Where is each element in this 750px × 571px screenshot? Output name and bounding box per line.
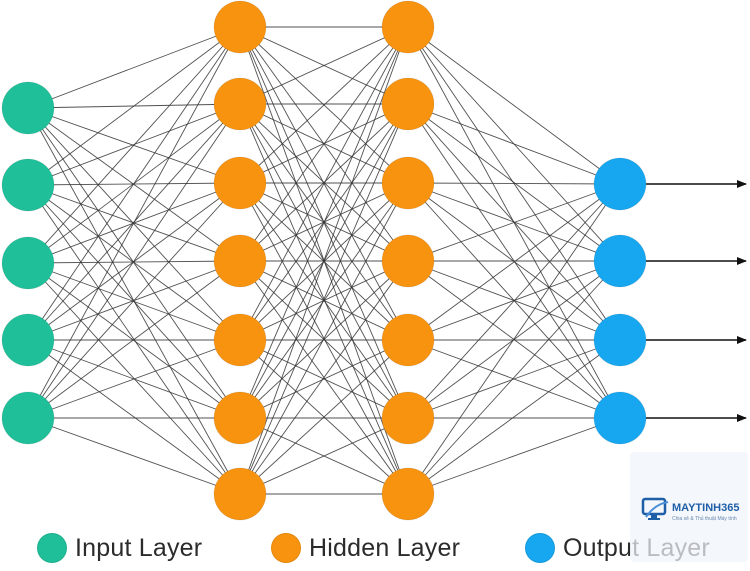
connection-input-1-to-hidden1-0 xyxy=(27,26,241,186)
connection-hidden1-6-to-hidden2-1 xyxy=(239,103,409,495)
connection-input-4-to-hidden1-0 xyxy=(27,26,241,419)
neuron-hidden2-1 xyxy=(381,77,435,131)
connection-hidden2-6-to-output-2 xyxy=(407,339,621,495)
neuron-hidden2-0 xyxy=(381,0,435,54)
neuron-hidden2-6 xyxy=(381,467,435,521)
connection-input-4-to-hidden1-2 xyxy=(27,182,241,419)
connection-input-2-to-hidden1-5 xyxy=(27,262,241,419)
connection-hidden2-2-to-output-0 xyxy=(407,182,621,185)
connection-hidden1-6-to-hidden2-0 xyxy=(239,26,409,495)
output-layer-swatch xyxy=(525,533,555,563)
connections xyxy=(27,26,621,495)
connection-hidden1-5-to-hidden2-3 xyxy=(239,260,409,419)
connection-input-1-to-hidden1-4 xyxy=(27,184,241,341)
connection-input-2-to-hidden1-4 xyxy=(27,262,241,341)
connection-hidden1-3-to-hidden2-0 xyxy=(239,26,409,262)
connection-hidden1-6-to-hidden2-2 xyxy=(239,182,409,495)
connection-hidden1-5-to-hidden2-2 xyxy=(239,182,409,419)
connection-hidden1-1-to-hidden2-0 xyxy=(239,26,409,105)
connection-input-0-to-hidden1-0 xyxy=(27,26,241,109)
monitor-logo-icon xyxy=(641,497,669,520)
connection-input-0-to-hidden1-3 xyxy=(27,107,241,262)
input-layer-swatch xyxy=(37,533,67,563)
neuron-input-4 xyxy=(1,391,55,445)
connection-input-3-to-hidden1-6 xyxy=(27,339,241,495)
neuron-hidden1-6 xyxy=(213,467,267,521)
connection-hidden1-6-to-hidden2-3 xyxy=(239,260,409,495)
hidden-layer-swatch xyxy=(271,533,301,563)
connection-hidden2-5-to-output-0 xyxy=(407,183,621,419)
connection-hidden1-6-to-hidden2-4 xyxy=(239,339,409,495)
connection-input-2-to-hidden1-6 xyxy=(27,262,241,495)
connection-hidden2-3-to-output-0 xyxy=(407,183,621,262)
neuron-output-1 xyxy=(593,234,647,288)
neurons xyxy=(1,0,647,521)
neuron-hidden1-3 xyxy=(213,234,267,288)
connection-input-4-to-hidden1-1 xyxy=(27,103,241,419)
watermark: MAYTINH365 Chia sẻ & Thủ thuật Máy tính xyxy=(630,452,748,562)
connection-hidden2-5-to-output-2 xyxy=(407,339,621,419)
connection-hidden1-6-to-hidden2-5 xyxy=(239,417,409,495)
neuron-hidden2-4 xyxy=(381,313,435,367)
connection-hidden2-1-to-output-1 xyxy=(407,103,621,262)
neuron-output-2 xyxy=(593,313,647,367)
connection-hidden1-2-to-hidden2-0 xyxy=(239,26,409,184)
connection-hidden2-2-to-output-1 xyxy=(407,182,621,262)
connection-hidden2-0-to-output-0 xyxy=(407,26,621,185)
connection-input-3-to-hidden1-0 xyxy=(27,26,241,341)
connection-hidden2-6-to-output-1 xyxy=(407,260,621,495)
connection-hidden2-1-to-output-0 xyxy=(407,103,621,185)
connection-input-4-to-hidden1-4 xyxy=(27,339,241,419)
watermark-brand: MAYTINH365 xyxy=(672,502,740,514)
neuron-input-3 xyxy=(1,313,55,367)
connection-input-4-to-hidden1-6 xyxy=(27,417,241,495)
neuron-output-3 xyxy=(593,391,647,445)
legend-label-hidden: Hidden Layer xyxy=(309,533,461,562)
connection-hidden1-3-to-hidden2-1 xyxy=(239,103,409,262)
watermark-tagline: Chia sẻ & Thủ thuật Máy tính xyxy=(672,516,737,522)
neuron-hidden1-5 xyxy=(213,391,267,445)
neuron-input-0 xyxy=(1,81,55,135)
neuron-hidden2-3 xyxy=(381,234,435,288)
neuron-hidden1-2 xyxy=(213,156,267,210)
neuron-input-2 xyxy=(1,236,55,290)
connection-input-0-to-hidden1-4 xyxy=(27,107,241,341)
neuron-hidden1-0 xyxy=(213,0,267,54)
legend-label-input: Input Layer xyxy=(75,533,203,562)
connection-input-2-to-hidden1-0 xyxy=(27,26,241,264)
neuron-hidden1-1 xyxy=(213,77,267,131)
legend-item-hidden: Hidden Layer xyxy=(271,528,460,568)
connection-hidden2-4-to-output-0 xyxy=(407,183,621,341)
neuron-input-1 xyxy=(1,158,55,212)
neuron-hidden2-5 xyxy=(381,391,435,445)
connection-hidden1-5-to-hidden2-0 xyxy=(239,26,409,419)
neuron-output-0 xyxy=(593,157,647,211)
legend-item-input: Input Layer xyxy=(37,528,202,568)
connection-input-4-to-hidden1-3 xyxy=(27,260,241,419)
connection-hidden2-6-to-output-0 xyxy=(407,183,621,495)
connection-hidden2-6-to-output-3 xyxy=(407,417,621,495)
neuron-hidden1-4 xyxy=(213,313,267,367)
output-arrows xyxy=(646,180,747,422)
neuron-hidden2-2 xyxy=(381,156,435,210)
connection-hidden1-5-to-hidden2-4 xyxy=(239,339,409,419)
connection-hidden1-4-to-hidden2-0 xyxy=(239,26,409,341)
